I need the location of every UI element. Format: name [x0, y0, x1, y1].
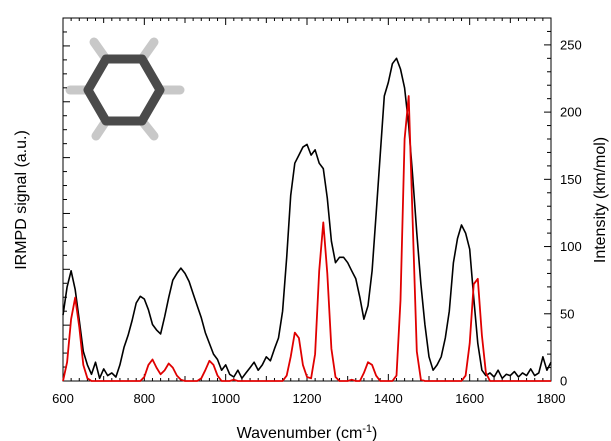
computed-ir-series-line — [62, 95, 551, 382]
tick-labels: 600 800 1000 1200 1400 1600 1800 0 50 100 150 200 25… — [52, 37, 582, 406]
benzene-molecule-icon — [65, 37, 185, 141]
x-tick-label: 1200 — [293, 391, 322, 406]
y-right-tick-label: 250 — [560, 37, 582, 52]
x-tick-label: 800 — [133, 391, 155, 406]
x-tick-label: 1400 — [374, 391, 403, 406]
y-right-tick-label: 100 — [560, 239, 582, 254]
y-axis-right-title: Intensity (km/mol) — [592, 137, 609, 263]
y-right-tick-label: 0 — [560, 374, 567, 389]
x-tick-label: 1000 — [211, 391, 240, 406]
y-right-tick-label: 200 — [560, 105, 582, 120]
y-right-tick-label: 50 — [560, 306, 574, 321]
y-right-tick-label: 150 — [560, 172, 582, 187]
series-lines — [62, 57, 552, 382]
x-tick-label: 1600 — [455, 391, 484, 406]
x-axis-title: Wavenumber (cm-1) — [237, 423, 378, 441]
plot-frame — [62, 17, 552, 382]
x-tick-label: 600 — [52, 391, 74, 406]
x-tick-label: 1800 — [537, 391, 566, 406]
irmpd-series-line — [62, 57, 552, 380]
axis-ticks — [62, 17, 552, 382]
y-axis-left-title: IRMPD signal (a.u.) — [13, 130, 30, 270]
